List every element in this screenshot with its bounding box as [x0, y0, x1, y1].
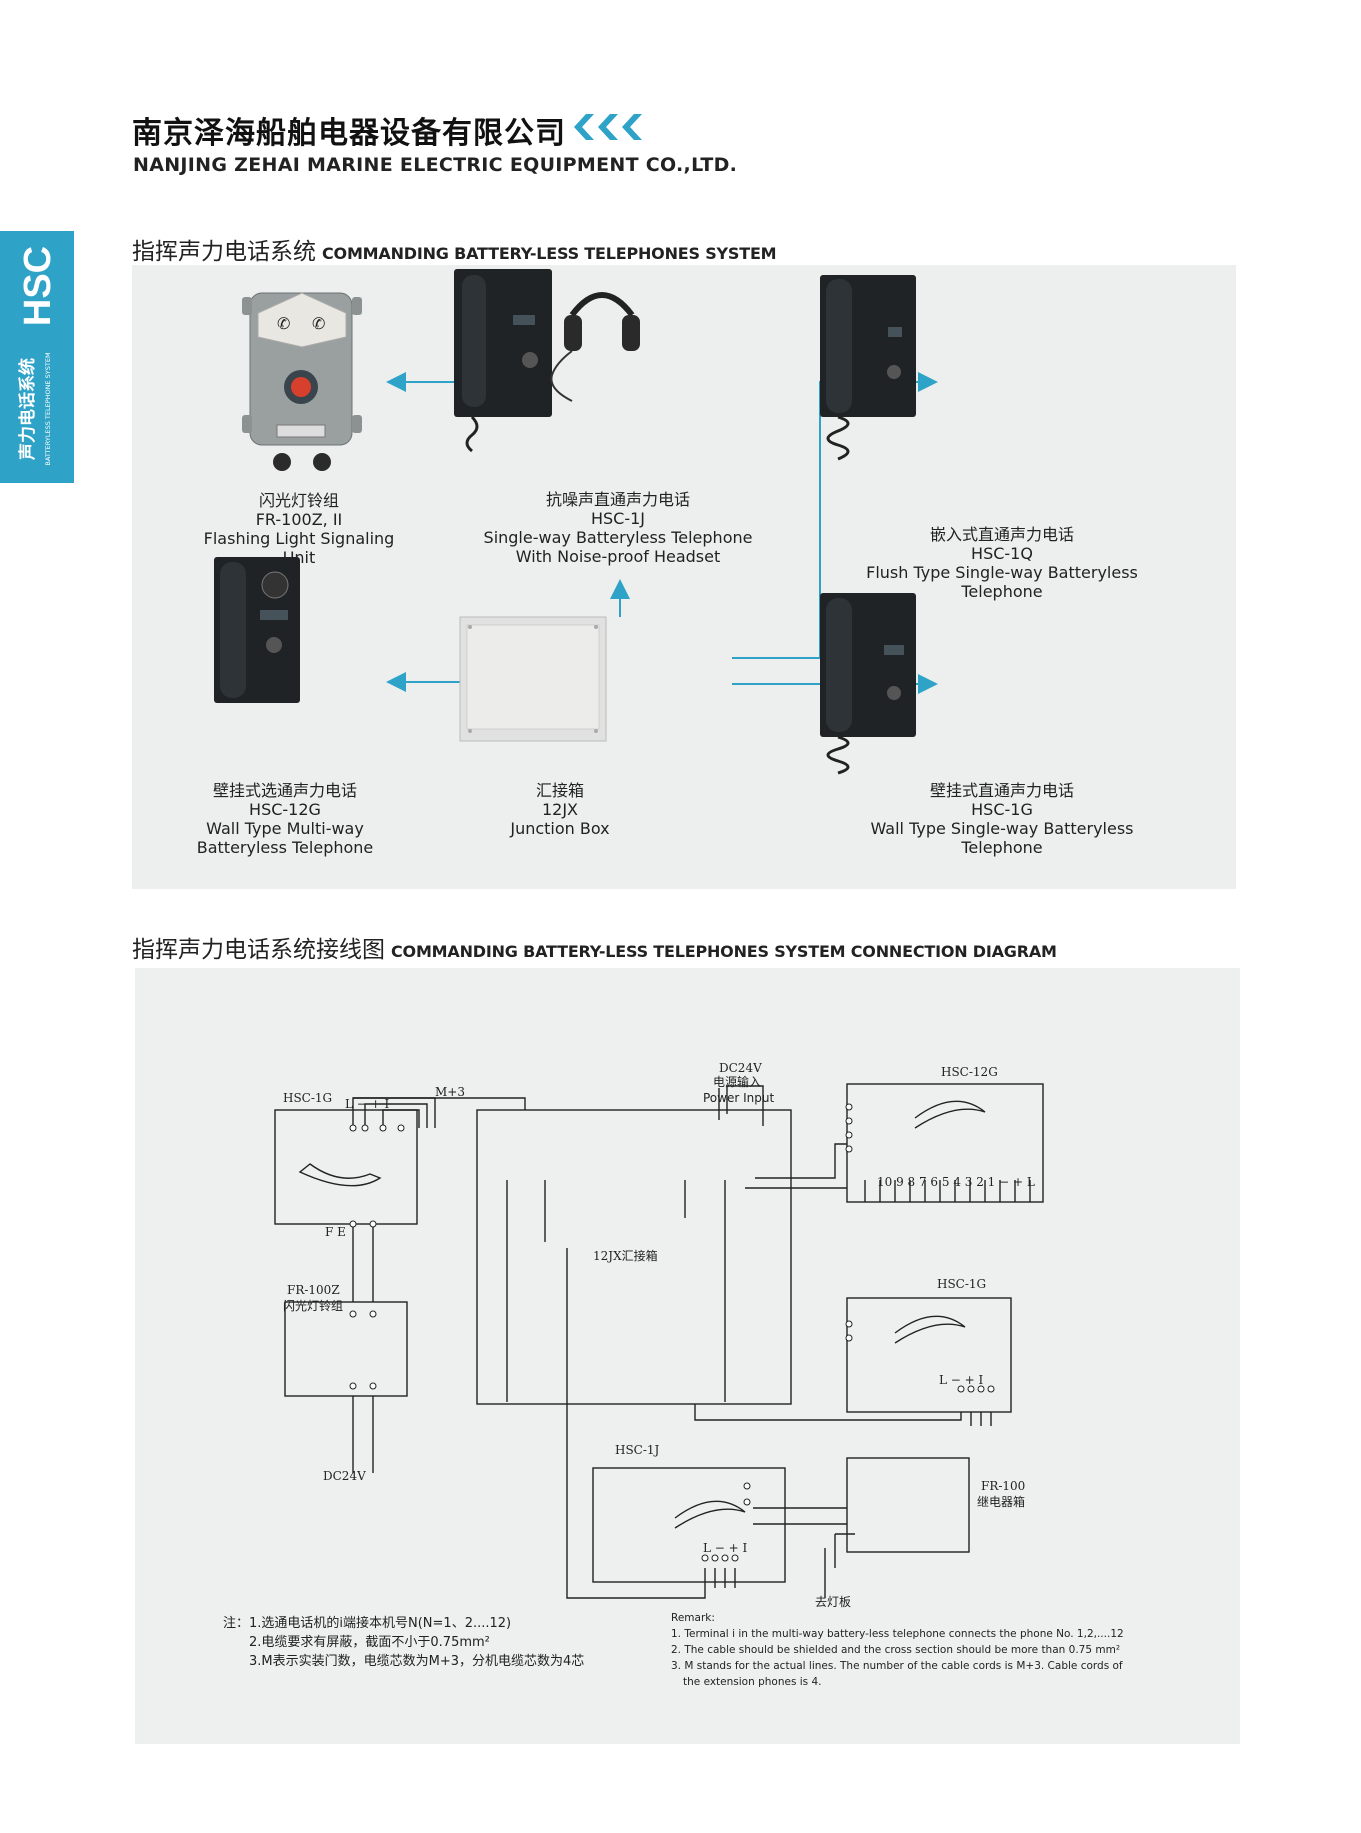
- hsc-1g-phone-image: [820, 593, 916, 775]
- caption-en: Wall Type Single-way Batteryless Telepho…: [870, 819, 1134, 857]
- section-title-system-cn: 指挥声力电话系统: [132, 239, 316, 265]
- label-fe: F E: [325, 1225, 346, 1239]
- svg-text:✆: ✆: [277, 314, 290, 333]
- remark-2: 2. The cable should be shielded and the …: [671, 1644, 1121, 1656]
- caption-model: FR-100Z, II: [255, 510, 343, 529]
- caption-en: Flush Type Single-way Batteryless Teleph…: [866, 563, 1138, 601]
- hsc-12g-phone-image: [214, 557, 300, 703]
- hsc-1q-phone-image: [820, 275, 916, 461]
- label-dc24v-bottom: DC24V: [323, 1469, 366, 1483]
- label-lpi-left: L − + I: [345, 1097, 390, 1111]
- hsc-1g-right-box: [846, 1297, 1012, 1413]
- company-name-en: NANJING ZEHAI MARINE ELECTRIC EQUIPMENT …: [133, 154, 738, 176]
- caption-hsc-1q: 嵌入式直通声力电话 HSC-1Q Flush Type Single-way B…: [832, 525, 1172, 601]
- note-cn-2: 2.电缆要求有屏蔽，截面不小于0.75mm²: [249, 1635, 490, 1650]
- handset-icons: [298, 1100, 986, 1529]
- svg-text:HSC: HSC: [17, 246, 59, 326]
- hsc-1j-box: [592, 1467, 786, 1583]
- caption-model: HSC-12G: [249, 800, 321, 819]
- remark-title: Remark:: [671, 1612, 715, 1624]
- hsc-1j-phone-image: [454, 269, 640, 453]
- label-fr-100z-cn: 闪光灯铃组: [283, 1298, 343, 1313]
- section-title-system: 指挥声力电话系统 COMMANDING BATTERY-LESS TELEPHON…: [132, 232, 777, 266]
- section-title-diagram-cn: 指挥声力电话系统接线图: [132, 937, 385, 963]
- label-lamp-board: 去灯板: [815, 1595, 851, 1609]
- caption-cn: 抗噪声直通声力电话: [545, 490, 690, 509]
- remark-4: the extension phones is 4.: [683, 1676, 822, 1688]
- fr-100z-box: [284, 1301, 408, 1397]
- overview-graphics: ✆ ✆: [214, 269, 938, 775]
- connection-diagram-panel: HSC-1G M+3 F E L − + I FR-100Z 闪光灯铃组 DC2…: [135, 968, 1240, 1744]
- side-tab-label: 声力电话系统 BATTERYLESS TELEPHONE SYSTEM: [17, 352, 52, 465]
- remarks-en: Remark: 1. Terminal i in the multi-way b…: [671, 1610, 1171, 1690]
- hsc-12g-box: [846, 1083, 1044, 1203]
- caption-model: HSC-1G: [971, 800, 1033, 819]
- caption-cn: 汇接箱: [535, 781, 584, 800]
- section-title-diagram: 指挥声力电话系统接线图 COMMANDING BATTERY-LESS TELEP…: [132, 930, 1057, 964]
- system-overview-panel: ✆ ✆: [132, 265, 1236, 889]
- label-lpi-right: L − + I: [939, 1373, 984, 1387]
- terminal-points: [349, 1103, 995, 1562]
- note-cn-3: 3.M表示实装门数，电缆芯数为M+3，分机电缆芯数为4芯: [249, 1654, 585, 1669]
- label-power-cn: 电源输入: [713, 1074, 761, 1089]
- caption-model: HSC-1Q: [971, 544, 1033, 563]
- side-category-tab: HSC 声力电话系统 BATTERYLESS TELEPHONE SYSTEM: [0, 231, 74, 483]
- label-lpi-1j: L − + I: [703, 1541, 748, 1555]
- label-fr-100: FR-100: [981, 1479, 1025, 1493]
- caption-hsc-1g: 壁挂式直通声力电话 HSC-1G Wall Type Single-way Ba…: [832, 781, 1172, 857]
- svg-text:✆: ✆: [312, 314, 325, 333]
- svg-text:声力电话系统: 声力电话系统: [17, 358, 38, 461]
- caption-en: Single-way Batteryless Telephone With No…: [483, 528, 753, 566]
- label-hsc-12g-terminals: 10 9 8 7 6 5 4 3 2 1 − + L: [877, 1175, 1035, 1189]
- caption-hsc-1j: 抗噪声直通声力电话 HSC-1J Single-way Batteryless …: [468, 490, 768, 566]
- company-name-cn: 南京泽海船舶电器设备有限公司: [132, 116, 566, 151]
- svg-text:BATTERYLESS TELEPHONE SYSTEM: BATTERYLESS TELEPHONE SYSTEM: [44, 352, 52, 465]
- side-tab-code: HSC: [17, 246, 59, 326]
- caption-model: 12JX: [541, 800, 579, 819]
- caption-cn: 嵌入式直通声力电话: [929, 525, 1074, 544]
- chevron-logo-icon: [574, 114, 642, 140]
- remark-1: 1. Terminal i in the multi-way battery-l…: [671, 1628, 1124, 1640]
- caption-en: Wall Type Multi-way Batteryless Telephon…: [196, 819, 374, 857]
- caption-flashing-light-unit: 闪光灯铃组 FR-100Z, II Flashing Light Signali…: [194, 491, 404, 567]
- section-title-system-en: COMMANDING BATTERY-LESS TELEPHONES SYSTE…: [322, 244, 777, 263]
- label-hsc-12g: HSC-12G: [941, 1065, 998, 1079]
- caption-en: Flashing Light Signaling Unit: [203, 529, 395, 567]
- wiring-diagram: HSC-1G M+3 F E L − + I FR-100Z 闪光灯铃组 DC2…: [274, 1061, 1044, 1609]
- label-fr-100-cn: 继电器箱: [977, 1494, 1025, 1509]
- junction-box-image: [459, 616, 607, 742]
- label-hsc-1g-right: HSC-1G: [937, 1277, 986, 1291]
- label-hsc-1g-left: HSC-1G: [283, 1091, 332, 1105]
- fr-100-relay-box: [846, 1457, 970, 1553]
- caption-en: Junction Box: [510, 819, 610, 838]
- notes-cn: 注：1.选通电话机的i端接本机号N(N=1、2....12) 2.电缆要求有屏蔽…: [223, 1614, 643, 1671]
- flashing-light-unit-image: ✆ ✆: [242, 292, 362, 471]
- section-title-diagram-en: COMMANDING BATTERY-LESS TELEPHONES SYSTE…: [391, 942, 1057, 961]
- caption-cn: 壁挂式选通声力电话: [212, 781, 357, 800]
- label-hsc-1j: HSC-1J: [615, 1443, 660, 1457]
- caption-junction-box: 汇接箱 12JX Junction Box: [480, 781, 640, 838]
- caption-model: HSC-1J: [590, 509, 646, 528]
- label-power-en: Power Input: [703, 1091, 774, 1105]
- junction-box: [476, 1109, 792, 1405]
- caption-hsc-12g: 壁挂式选通声力电话 HSC-12G Wall Type Multi-way Ba…: [176, 781, 394, 857]
- remark-3: 3. M stands for the actual lines. The nu…: [671, 1660, 1123, 1672]
- caption-cn: 闪光灯铃组: [258, 491, 339, 510]
- label-junction-box: 12JX汇接箱: [593, 1248, 658, 1263]
- hsc-1g-left-box: [274, 1109, 418, 1225]
- label-m3: M+3: [435, 1085, 465, 1099]
- caption-cn: 壁挂式直通声力电话: [929, 781, 1074, 800]
- note-cn-1: 注：1.选通电话机的i端接本机号N(N=1、2....12): [223, 1616, 512, 1631]
- label-fr-100z: FR-100Z: [287, 1283, 340, 1297]
- label-dc24v-top: DC24V: [719, 1061, 762, 1075]
